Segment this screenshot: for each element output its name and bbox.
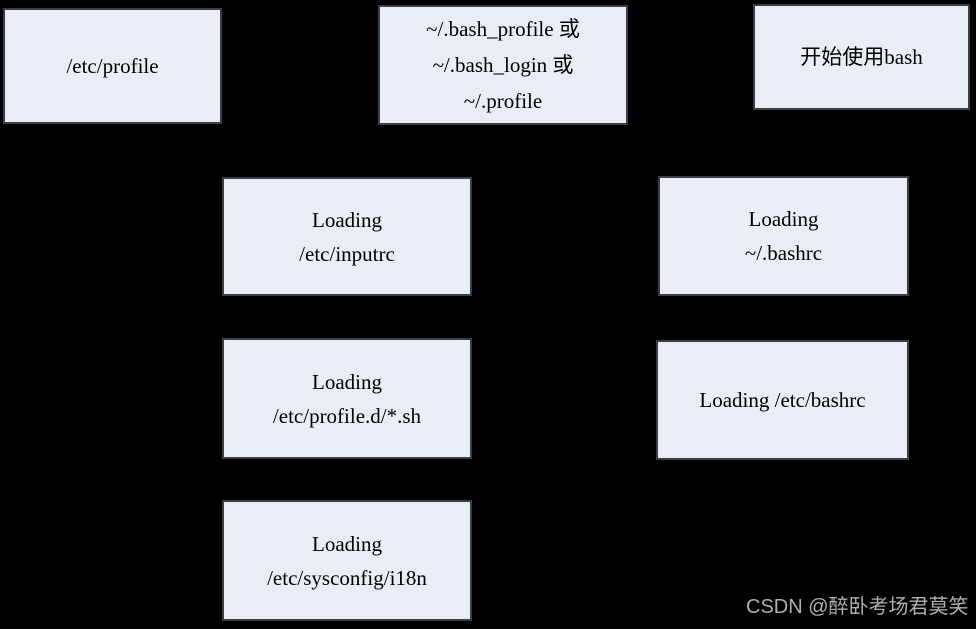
box-etc-profile: /etc/profile [3,8,222,124]
box-text-line: /etc/profile.d/*.sh [272,403,422,428]
box-text-line: Loading /etc/bashrc [699,388,866,412]
box-text-line: Loading [312,369,382,394]
box-loading-etc-profile-d: Loading /etc/profile.d/*.sh [222,338,472,459]
box-loading-etc-inputrc: Loading /etc/inputrc [222,177,472,296]
box-text-line: /etc/sysconfig/i18n [267,565,427,590]
box-loading-etc-bashrc: Loading /etc/bashrc [656,340,909,460]
box-bash-profile-or: ~/.bash_profile 或 ~/.bash_login 或 ~/.pro… [378,5,628,125]
box-text-line: ~/.bash_profile 或 [426,17,580,41]
box-text-line: /etc/profile [66,54,159,78]
box-loading-etc-sysconfig-i18n: Loading /etc/sysconfig/i18n [222,500,472,621]
box-text-line: 开始使用bash [800,45,923,69]
box-text-line: ~/.profile [463,89,543,113]
box-text-line: Loading [748,207,819,231]
box-text-line: ~/.bash_login 或 [432,53,574,77]
box-loading-home-bashrc: Loading ~/.bashrc [658,176,909,296]
box-text-line: Loading [312,531,382,556]
csdn-watermark: CSDN @醉卧考场君莫笑 [746,596,969,618]
box-start-using-bash: 开始使用bash [753,4,970,110]
box-text-line: ~/.bashrc [744,241,823,265]
box-text-line: Loading [312,207,382,232]
box-text-line: /etc/inputrc [299,241,395,266]
